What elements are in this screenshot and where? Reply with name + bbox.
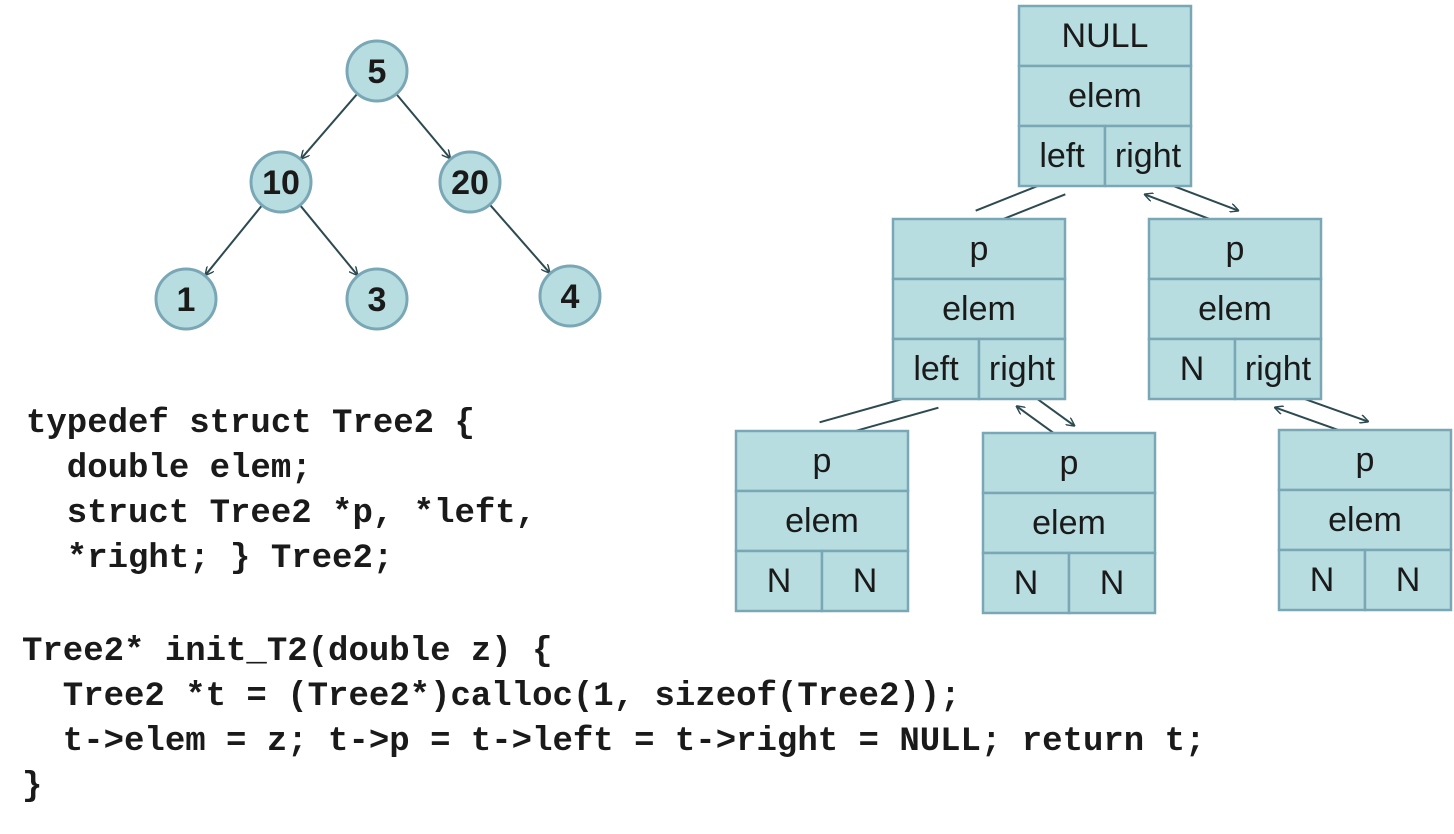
elem-field: elem xyxy=(942,290,1016,328)
tree-node-4: 4 xyxy=(538,264,602,328)
elem-field: elem xyxy=(1068,77,1142,115)
tree-node-label: 4 xyxy=(561,278,580,316)
code-line: *right; } Tree2; xyxy=(26,540,394,578)
struct-node-root: NULL elem left right xyxy=(1017,4,1193,188)
right-field: N xyxy=(853,562,878,600)
right-field: right xyxy=(1245,350,1312,388)
parent-field: p xyxy=(970,230,989,268)
code-line: } xyxy=(22,768,43,806)
tree-node-label: 10 xyxy=(262,164,300,202)
left-field: left xyxy=(1039,137,1085,175)
left-field: N xyxy=(1310,561,1335,599)
parent-field: NULL xyxy=(1062,17,1149,55)
parent-field: p xyxy=(813,442,832,480)
typedef-code-block: typedef struct Tree2 { double elem; stru… xyxy=(26,402,536,582)
tree-edge-arrow xyxy=(299,204,357,275)
parent-field: p xyxy=(1226,230,1245,268)
tree-node-label: 5 xyxy=(368,53,387,91)
left-field: N xyxy=(767,562,792,600)
tree-edge-arrow xyxy=(206,204,263,275)
tree-node-10: 10 xyxy=(249,150,313,214)
tree-node-1: 1 xyxy=(154,267,218,331)
code-line: t->elem = z; t->p = t->left = t->right =… xyxy=(22,723,1206,761)
parent-field: p xyxy=(1356,441,1375,479)
elem-field: elem xyxy=(1198,290,1272,328)
left-field: N xyxy=(1180,350,1205,388)
code-line: struct Tree2 *p, *left, xyxy=(26,495,537,533)
left-field: N xyxy=(1014,564,1039,602)
tree-node-label: 20 xyxy=(451,164,489,202)
code-line: Tree2* init_T2(double z) { xyxy=(22,633,553,671)
tree-node-5: 5 xyxy=(345,39,409,103)
code-line: double elem; xyxy=(26,450,312,488)
right-field: right xyxy=(989,350,1056,388)
elem-field: elem xyxy=(785,502,859,540)
code-line: typedef struct Tree2 { xyxy=(26,405,475,443)
init-function-code-block: Tree2* init_T2(double z) { Tree2 *t = (T… xyxy=(22,630,1205,810)
elem-field: elem xyxy=(1032,504,1106,542)
parent-field: p xyxy=(1060,444,1079,482)
tree-node-3: 3 xyxy=(345,267,409,331)
right-field: N xyxy=(1396,561,1421,599)
tree-node-label: 1 xyxy=(177,281,196,319)
tree-edge-arrow xyxy=(301,93,359,159)
tree-edge-arrow xyxy=(395,93,450,158)
struct-node-l: p elem left right xyxy=(891,217,1067,401)
right-field: right xyxy=(1115,137,1182,175)
tree-node-label: 3 xyxy=(368,281,387,319)
code-line: Tree2 *t = (Tree2*)calloc(1, sizeof(Tree… xyxy=(22,678,961,716)
tree-node-20: 20 xyxy=(438,150,502,214)
left-field: left xyxy=(913,350,959,388)
elem-field: elem xyxy=(1328,501,1402,539)
right-field: N xyxy=(1100,564,1125,602)
tree-edge-arrow xyxy=(489,203,550,273)
